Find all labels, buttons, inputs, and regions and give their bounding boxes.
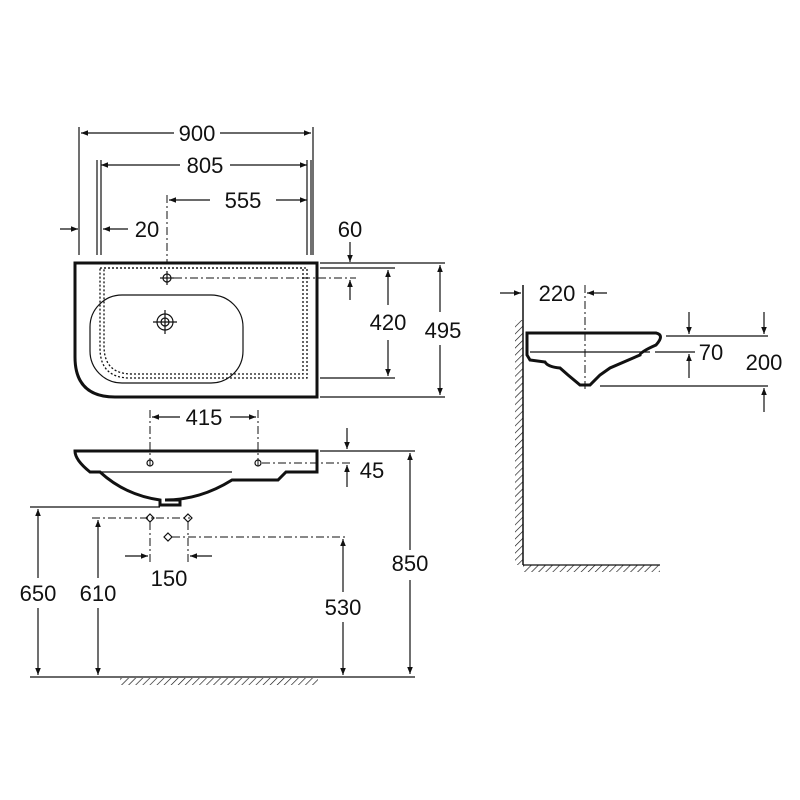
wall-hatch bbox=[515, 320, 523, 565]
tap-hole-icon bbox=[160, 271, 174, 285]
front-view: 415 45 850 650 610 150 530 bbox=[20, 405, 429, 685]
dim-555: 555 bbox=[225, 188, 262, 213]
dim-220: 220 bbox=[539, 281, 576, 306]
dim-650: 650 bbox=[20, 581, 57, 606]
drain-icon bbox=[153, 310, 177, 334]
dim-415: 415 bbox=[186, 405, 223, 430]
sink-outline-side bbox=[525, 331, 662, 387]
dim-610: 610 bbox=[80, 581, 117, 606]
dim-60: 60 bbox=[338, 217, 362, 242]
floor-hatch-side bbox=[523, 565, 660, 572]
dim-70: 70 bbox=[699, 340, 723, 365]
fixing-hole-icon bbox=[254, 459, 262, 467]
dim-420: 420 bbox=[370, 310, 407, 335]
sink-outline-top bbox=[73, 261, 319, 399]
dim-200: 200 bbox=[746, 350, 783, 375]
inner-rim-dotted bbox=[99, 267, 308, 379]
dim-495: 495 bbox=[425, 318, 462, 343]
dim-850: 850 bbox=[392, 551, 429, 576]
side-view: 220 70 200 bbox=[500, 281, 782, 572]
basin-bowl bbox=[89, 294, 244, 384]
dim-45: 45 bbox=[360, 458, 384, 483]
dim-150: 150 bbox=[151, 566, 188, 591]
fixing-hole-icon bbox=[146, 459, 154, 467]
dim-20: 20 bbox=[135, 217, 159, 242]
floor-hatch bbox=[120, 678, 318, 685]
sink-outline-front bbox=[73, 449, 319, 507]
inner-rim-dotted-2 bbox=[103, 267, 304, 375]
top-view: 900 805 555 20 60 420 495 bbox=[60, 121, 462, 399]
dim-805: 805 bbox=[187, 153, 224, 178]
dim-900: 900 bbox=[179, 121, 216, 146]
dim-530: 530 bbox=[325, 595, 362, 620]
